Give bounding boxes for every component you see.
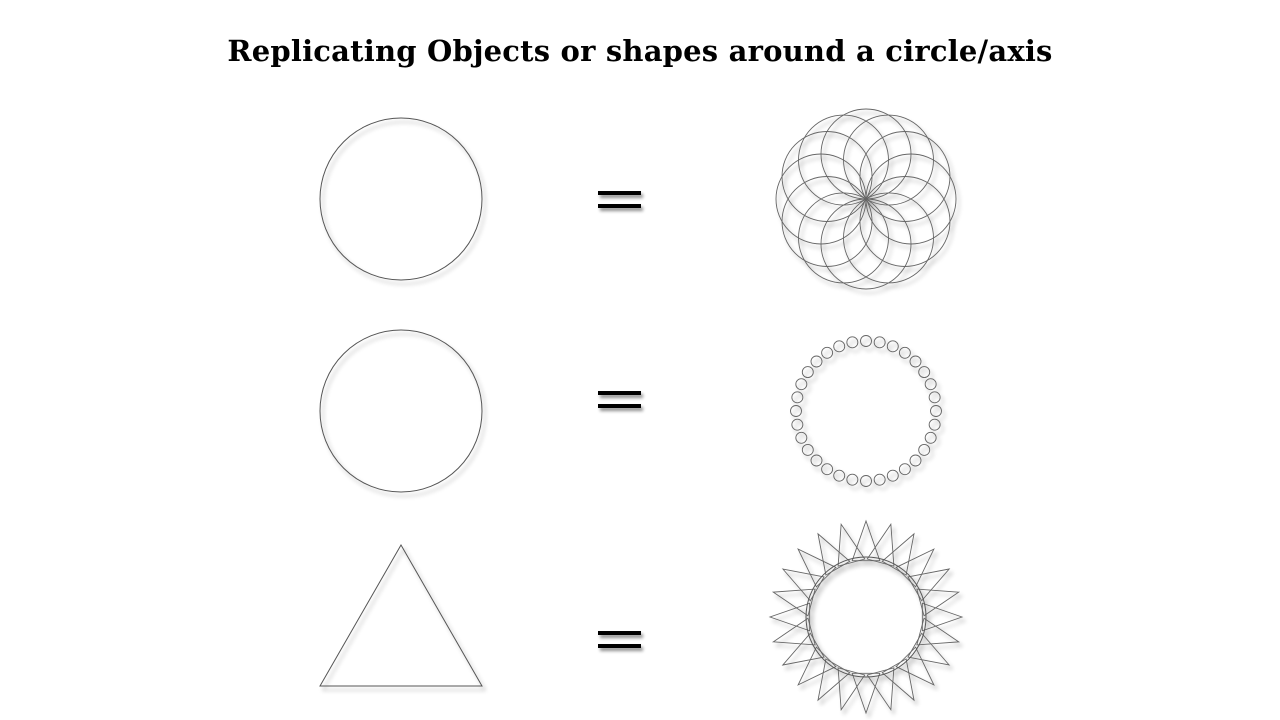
star-triangle xyxy=(781,632,825,666)
star-triangle xyxy=(797,646,837,686)
ring-small-circle xyxy=(918,366,931,379)
ring-small-circle xyxy=(898,346,911,359)
row-2 xyxy=(319,329,942,493)
ring-small-circle xyxy=(873,336,886,349)
star-triangle xyxy=(881,532,915,576)
star-triangle xyxy=(851,519,881,562)
ring-small-circle xyxy=(846,336,859,349)
ring-small-circle xyxy=(791,391,804,404)
ring-small-circle xyxy=(795,378,808,391)
ring-small-circle xyxy=(810,454,823,467)
ring-small-circle xyxy=(909,454,922,467)
ring-small-circle xyxy=(801,443,814,456)
equals-sign-3 xyxy=(598,631,641,648)
ring-small-circle xyxy=(833,469,846,482)
ring-small-circle xyxy=(924,431,937,444)
star-triangle xyxy=(817,532,851,576)
ring-small-circle xyxy=(898,463,911,476)
ring-small-circle xyxy=(924,378,937,391)
star-triangle xyxy=(907,568,951,602)
source-circle-1 xyxy=(319,117,483,281)
ring-small-circle xyxy=(833,340,846,353)
ring-small-circle xyxy=(928,418,941,431)
ring-small-circle xyxy=(928,391,941,404)
star-triangle xyxy=(851,672,881,715)
star-triangle xyxy=(866,667,895,712)
star-triangle xyxy=(837,667,866,712)
star-triangle xyxy=(771,617,816,646)
star-center-circle xyxy=(805,556,927,678)
star-triangle xyxy=(866,522,895,567)
row-1 xyxy=(319,108,957,290)
source-triangle xyxy=(319,543,483,687)
star-triangle xyxy=(771,588,816,617)
ring-small-circle xyxy=(846,473,859,486)
star-triangle xyxy=(916,588,961,617)
star-triangle xyxy=(895,646,935,686)
rosette-circle xyxy=(843,114,934,206)
equals-sign-2 xyxy=(598,391,641,408)
ring-small-circle xyxy=(821,463,834,476)
ring-small-circle xyxy=(810,355,823,368)
slide-title: Replicating Objects or shapes around a c… xyxy=(227,34,1053,68)
ring-small-circle xyxy=(795,431,808,444)
rosette-of-circles xyxy=(775,108,957,290)
ring-small-circle xyxy=(790,405,802,417)
source-circle-2 xyxy=(319,329,483,493)
ring-small-circle xyxy=(873,473,886,486)
star-triangle xyxy=(895,548,935,588)
rosette-circle xyxy=(859,131,951,222)
ring-small-circle xyxy=(791,418,804,431)
star-triangle xyxy=(797,548,837,588)
ring-of-small-circles xyxy=(790,335,942,487)
star-triangle xyxy=(916,617,961,646)
star-triangle xyxy=(781,568,825,602)
equals-sign-1 xyxy=(598,191,641,208)
ring-small-circle xyxy=(886,340,899,353)
star-triangle xyxy=(921,602,964,632)
star-triangle xyxy=(817,658,851,702)
star-triangle xyxy=(837,522,866,567)
ring-small-circle xyxy=(909,355,922,368)
ring-small-circle xyxy=(918,443,931,456)
ring-small-circle xyxy=(821,346,834,359)
star-triangle xyxy=(768,602,811,632)
ring-small-circle xyxy=(860,335,872,347)
ring-small-circle xyxy=(860,475,872,487)
ring-small-circle xyxy=(886,469,899,482)
star-of-triangles xyxy=(768,519,964,715)
ring-small-circle xyxy=(801,366,814,379)
star-triangle xyxy=(907,632,951,666)
ring-small-circle xyxy=(930,405,942,417)
row-3 xyxy=(319,519,964,715)
star-triangle xyxy=(881,658,915,702)
